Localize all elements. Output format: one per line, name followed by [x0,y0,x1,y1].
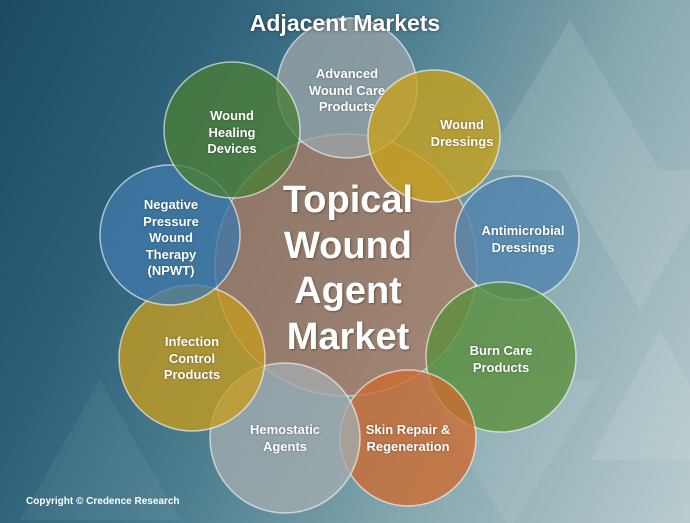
satellite-label-line: Regeneration [366,438,450,454]
satellite-label-line: Negative [143,197,199,212]
satellite-label-line: Agents [262,438,308,454]
center-label-line: Agent [294,270,402,313]
satellite-label-burn-care: Burn Care Products [446,343,556,376]
satellite-label-line: Wound Care [308,82,386,98]
satellite-label-line: (NPWT) [147,263,195,278]
satellite-label-hemostatic-agents: Hemostatic Agents [230,422,340,455]
satellite-circle-wound-dressings [367,69,501,203]
satellite-label-line: Burn Care [469,343,533,358]
copyright-notice: Copyright © Credence Research [26,496,180,507]
center-label-line: Wound [283,224,413,267]
satellite-label-advanced-wound-care: Advanced Wound Care Products [292,66,402,116]
satellite-label-line: Pressure [143,213,199,229]
center-label: Topical Wound Agent Market [230,178,466,360]
satellite-label-line: Antimicrobial [481,223,565,238]
satellite-label-skin-repair: Skin Repair & Regeneration [353,422,463,455]
center-label-line: Topical [282,179,414,221]
satellite-label-line: Dressings [491,239,555,255]
satellite-label-line: Devices [207,141,257,156]
background-triangle [590,330,690,460]
satellite-label-line: Hemostatic [249,422,321,437]
satellite-label-line: Wound [440,117,484,132]
background-triangle [480,20,660,170]
satellite-label-line: Healing [208,124,256,140]
satellite-label-line: Advanced [315,66,379,81]
satellite-label-line: Wound [149,230,193,245]
satellite-label-wound-healing-devices: Wound Healing Devices [177,108,287,158]
satellite-label-line: Products [472,359,530,375]
satellite-label-line: Skin Repair & [365,422,451,437]
diagram-title: Adjacent Markets [249,10,441,36]
satellite-label-line: Infection [164,334,220,349]
satellite-label-antimicrobial-dressings: Antimicrobial Dressings [468,223,578,256]
satellite-label-line: Products [163,367,221,382]
center-label-line: Market [286,315,410,358]
background-triangle [560,170,690,310]
satellite-label-line: Control [168,350,216,366]
satellite-label-line: Dressings [430,133,494,149]
satellite-circle-burn-care [425,281,577,433]
satellite-label-line: Wound [210,108,254,123]
satellite-label-line: Therapy [145,246,197,262]
satellite-label-wound-dressings: Wound Dressings [407,117,517,150]
satellite-circle-wound-healing-devices [163,61,301,199]
satellite-label-infection-control: Infection Control Products [137,334,247,384]
satellite-label-line: Products [318,99,376,114]
satellite-circle-npwt [99,164,241,306]
satellite-label-npwt: Negative Pressure Wound Therapy (NPWT) [116,197,226,280]
